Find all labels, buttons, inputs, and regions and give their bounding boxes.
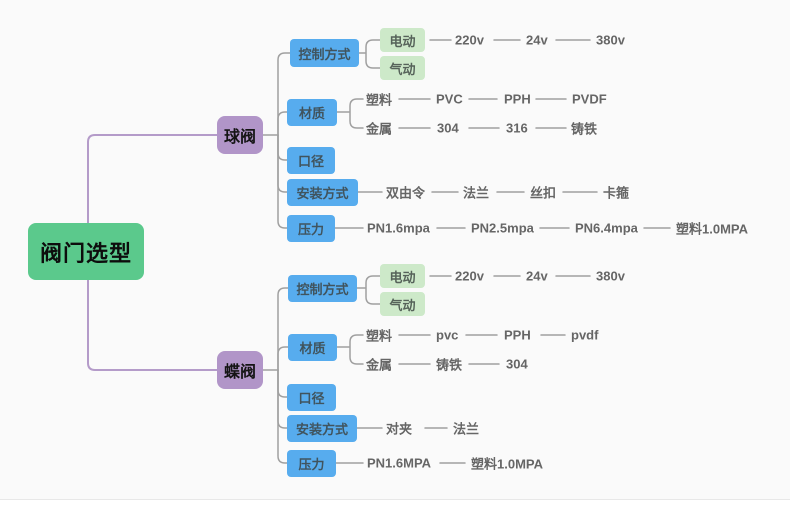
- leaf-24v[interactable]: 24v: [526, 32, 548, 48]
- category-control-mode-2[interactable]: 控制方式: [288, 274, 357, 302]
- leaf-pph-2[interactable]: PPH: [504, 327, 531, 343]
- leaf-316[interactable]: 316: [506, 120, 528, 136]
- branch-butterfly-valve[interactable]: 蝶阀: [217, 351, 263, 389]
- category-pressure[interactable]: 压力: [287, 214, 335, 242]
- branch-connector: [277, 369, 288, 464]
- category-material-2[interactable]: 材质: [288, 333, 337, 361]
- category-installation[interactable]: 安装方式: [287, 178, 358, 206]
- leaf-380v-2[interactable]: 380v: [596, 268, 625, 284]
- branch-connector: [356, 275, 381, 305]
- leaf-304-2[interactable]: 304: [506, 356, 528, 372]
- node-root[interactable]: 阀门选型: [28, 223, 144, 280]
- leaf-pph[interactable]: PPH: [504, 91, 531, 107]
- leaf-thread[interactable]: 丝扣: [530, 185, 557, 201]
- leafbox-pneumatic[interactable]: 气动: [380, 56, 425, 80]
- branch-connector: [277, 134, 288, 193]
- branch-connector: [277, 52, 291, 136]
- leaf-pn6-4[interactable]: PN6.4mpa: [575, 220, 638, 236]
- category-material[interactable]: 材质: [287, 98, 337, 126]
- category-diameter[interactable]: 口径: [287, 146, 335, 174]
- leaf-plastic[interactable]: 塑料: [366, 92, 393, 108]
- leaf-pn2-5[interactable]: PN2.5mpa: [471, 220, 534, 236]
- branch-connector: [277, 134, 288, 229]
- branch-connector: [277, 369, 288, 398]
- category-installation-2[interactable]: 安装方式: [287, 414, 357, 442]
- leaf-metal[interactable]: 金属: [366, 121, 393, 137]
- branch-connector: [277, 287, 289, 371]
- branch-connector: [336, 334, 364, 365]
- category-control-mode[interactable]: 控制方式: [290, 39, 359, 67]
- branch-connector: [336, 98, 364, 129]
- leaf-220v-2[interactable]: 220v: [455, 268, 484, 284]
- leafbox-electric-2[interactable]: 电动: [380, 264, 425, 288]
- leaf-flange-2[interactable]: 法兰: [453, 421, 480, 437]
- category-diameter-2[interactable]: 口径: [287, 383, 336, 411]
- leaf-double-union[interactable]: 双由令: [386, 185, 426, 201]
- leaf-plastic-1-0mpa-2[interactable]: 塑料1.0MPA: [471, 456, 543, 472]
- leaf-plastic-2[interactable]: 塑料: [366, 328, 393, 344]
- leaf-pn1-6-2[interactable]: PN1.6MPA: [367, 455, 432, 471]
- leaf-380v[interactable]: 380v: [596, 32, 625, 48]
- leaf-24v-2[interactable]: 24v: [526, 268, 548, 284]
- leaf-metal-2[interactable]: 金属: [366, 357, 393, 373]
- leaf-cast-iron-2[interactable]: 铸铁: [436, 357, 463, 373]
- root-connector: [87, 279, 218, 371]
- leaf-plastic-1-0mpa[interactable]: 塑料1.0MPA: [676, 221, 748, 237]
- branch-ball-valve[interactable]: 球阀: [217, 116, 263, 154]
- branch-connector: [277, 134, 288, 161]
- branch-connector: [277, 346, 289, 371]
- root-connector: [87, 134, 218, 224]
- branch-connector: [358, 39, 381, 69]
- leaf-wafer[interactable]: 对夹: [386, 421, 413, 437]
- leafbox-electric[interactable]: 电动: [380, 28, 425, 52]
- leaf-pvc-2[interactable]: pvc: [436, 327, 459, 343]
- leaf-clamp[interactable]: 卡箍: [603, 185, 630, 201]
- leaf-pvdf-2[interactable]: pvdf: [571, 327, 599, 343]
- leaf-pvc[interactable]: PVC: [436, 91, 463, 107]
- category-pressure-2[interactable]: 压力: [287, 449, 336, 477]
- branch-connector: [277, 111, 288, 136]
- leafbox-pneumatic-2[interactable]: 气动: [380, 292, 425, 316]
- leaf-pn1-6[interactable]: PN1.6mpa: [367, 220, 430, 236]
- leaf-220v[interactable]: 220v: [455, 32, 484, 48]
- leaf-304[interactable]: 304: [437, 120, 459, 136]
- leaf-cast-iron[interactable]: 铸铁: [571, 121, 598, 137]
- branch-connector: [277, 369, 288, 429]
- leaf-flange[interactable]: 法兰: [463, 185, 490, 201]
- leaf-pvdf[interactable]: PVDF: [572, 91, 607, 107]
